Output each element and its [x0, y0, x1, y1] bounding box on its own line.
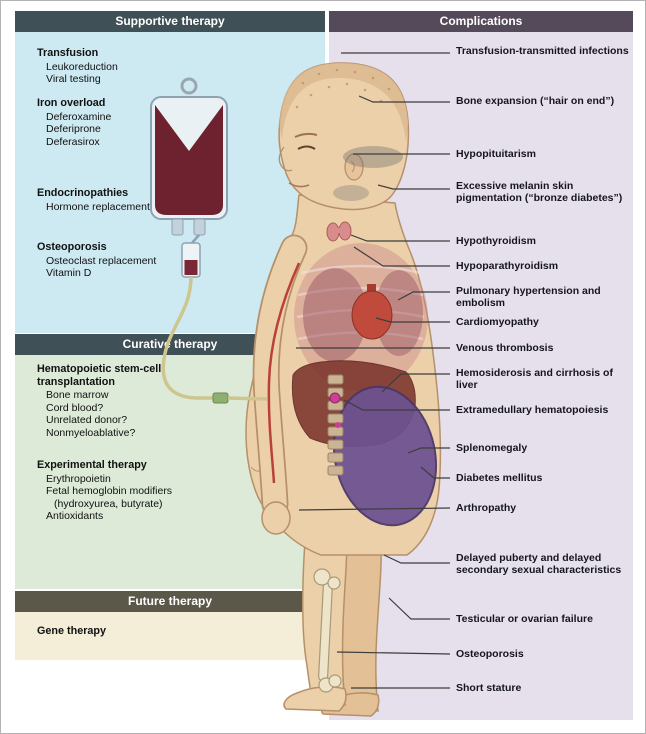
future-header: Future therapy [15, 591, 325, 612]
complication-label: Hemosiderosis and cirrhosis of liver [456, 367, 613, 391]
complication-label: Bone expansion (“hair on end”) [456, 95, 615, 107]
group-item: Antioxidants [46, 510, 104, 522]
complication-label: Pulmonary hypertension and embolism [456, 285, 601, 309]
complication-label: Hypothyroidism [456, 235, 536, 247]
complication-label: Extramedullary hematopoiesis [456, 404, 609, 416]
group-heading: Endocrinopathies [37, 187, 129, 199]
complication-label: Excessive melanin skin pigmentation (“br… [456, 180, 623, 204]
complication-label: Short stature [456, 682, 522, 694]
complication-label: Hypoparathyroidism [456, 260, 559, 272]
complication-label: Cardiomyopathy [456, 316, 539, 328]
group-heading: Iron overload [37, 97, 106, 109]
group-item: Fetal hemoglobin modifiers [46, 485, 173, 497]
complication-label: Venous thrombosis [456, 342, 554, 354]
group-item: Nonmyeloablative? [46, 426, 136, 439]
complication-label: Transfusion-transmitted infections [456, 45, 629, 57]
complication-label: Arthropathy [456, 502, 517, 514]
group-transfusion: Transfusion Leukoreduction Viral testing [37, 47, 207, 86]
group-item: Viral testing [46, 73, 101, 85]
group-gene-therapy: Gene therapy [37, 625, 207, 639]
complication-label: Splenomegaly [456, 442, 528, 454]
group-osteoporosis-therapy: Osteoporosis Osteoclast replacement Vita… [37, 241, 207, 280]
group-iron-overload: Iron overload Deferoxamine Deferiprone D… [37, 97, 207, 148]
curative-header: Curative therapy [15, 334, 325, 355]
complication-label: Testicular or ovarian failure [456, 613, 593, 625]
group-item: Bone marrow [46, 389, 109, 401]
group-item: Deferiprone [46, 123, 101, 135]
group-item: Vitamin D [46, 267, 92, 279]
complication-label: Delayed puberty and delayed secondary se… [456, 552, 622, 576]
group-endocrinopathies: Endocrinopathies Hormone replacement [37, 187, 207, 213]
group-stem-cell-transplantation: Hematopoietic stem-cell transplantation … [37, 363, 207, 439]
group-item: Unrelated donor? [46, 414, 128, 426]
complication-label: Diabetes mellitus [456, 472, 543, 484]
group-heading: Hematopoietic stem-cell transplantation [37, 363, 162, 388]
group-heading: Gene therapy [37, 625, 107, 637]
group-heading: Osteoporosis [37, 241, 107, 253]
complication-label: Osteoporosis [456, 648, 524, 660]
group-item: Erythropoietin [46, 472, 111, 485]
group-heading: Transfusion [37, 47, 99, 59]
group-item: (hydroxyurea, butyrate) [54, 497, 163, 510]
complication-label: Hypopituitarism [456, 148, 536, 160]
group-item: Cord blood? [46, 401, 104, 414]
supportive-header: Supportive therapy [15, 11, 325, 32]
group-item: Deferasirox [46, 135, 100, 148]
group-experimental-therapy: Experimental therapy Erythropoietin Feta… [37, 459, 207, 523]
group-item: Hormone replacement [46, 200, 150, 213]
future-panel [15, 612, 325, 660]
complications-header: Complications [329, 11, 633, 32]
group-item: Deferoxamine [46, 110, 112, 123]
group-heading: Experimental therapy [37, 459, 147, 471]
group-item: Osteoclast replacement [46, 254, 157, 267]
group-item: Leukoreduction [46, 60, 118, 73]
